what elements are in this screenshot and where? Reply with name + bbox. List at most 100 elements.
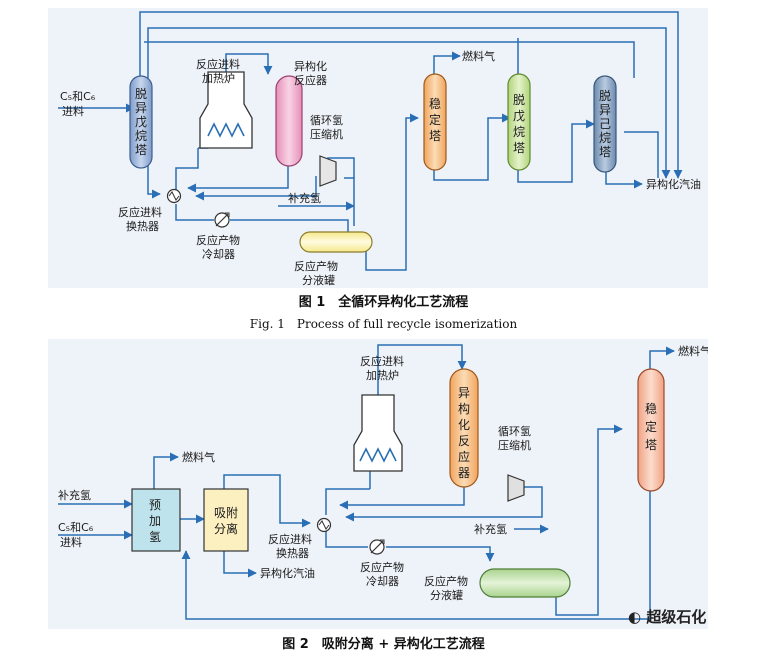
deisopentanizer-ch1: 脱 <box>135 86 147 101</box>
feed-heater <box>353 394 403 472</box>
stabilizer-ch2: 定 <box>645 419 657 434</box>
heater-label-line2: 加热炉 <box>202 72 235 85</box>
isomerate-label: 异构化汽油 <box>260 566 315 580</box>
deisohexanizer-tower <box>593 75 617 173</box>
heater-label-line1: 反应进料 <box>360 354 404 368</box>
prehydro-reactor <box>131 488 181 552</box>
reactor-ch1: 异 <box>458 386 470 400</box>
feed-exchanger <box>166 188 182 204</box>
stabilizer-ch1: 稳 <box>645 401 657 416</box>
figure1-caption-en: Fig. 1 Process of full recycle isomeriza… <box>249 317 518 331</box>
cooler-label-line1: 反应产物 <box>196 233 240 247</box>
product-separator <box>479 568 571 598</box>
figure2-caption: 图 2 吸附分离 + 异构化工艺流程 <box>282 637 485 652</box>
figure2-panel: 补充氢 C₅和C₆ 进料 预 加 氢 燃料气 吸附 分离 异构化汽油 反应进料 … <box>48 339 708 629</box>
reactor-ch4: 反 <box>458 434 470 448</box>
stabilizer-label: 稳 定 塔 <box>429 96 445 143</box>
deisohexanizer-ch1: 脱 <box>599 88 611 103</box>
reactor-ch3: 化 <box>458 418 470 432</box>
figure2-flow-diagram: 补充氢 C₅和C₆ 进料 预 加 氢 燃料气 吸附 分离 异构化汽油 反应进料 … <box>58 344 708 620</box>
deisohexanizer-ch2: 异 <box>599 103 611 117</box>
deisopentanizer-ch5: 塔 <box>135 143 147 157</box>
depentanizer-ch4: 塔 <box>513 141 525 155</box>
depentanizer-ch3: 烷 <box>513 125 525 139</box>
reactor-label: 异 构 化 反 应 器 <box>458 386 474 480</box>
fuel-gas-right-label: 燃料气 <box>678 344 708 358</box>
feed-heater <box>199 71 253 149</box>
adsorption-line1: 吸附 <box>214 506 238 520</box>
reactor-ch2: 构 <box>458 401 470 416</box>
compressor-label-line1: 循环氢 <box>310 113 343 127</box>
deisopentanizer-ch2: 异 <box>135 101 147 115</box>
reactor-ch6: 器 <box>458 466 470 480</box>
deisopentanizer-tower <box>129 75 153 169</box>
deisopentanizer-label: 脱 异 戊 烷 塔 <box>135 86 151 157</box>
isomerization-reactor <box>449 368 479 488</box>
product-cooler <box>369 539 385 555</box>
compressor-label-line1: 循环氢 <box>498 424 531 438</box>
fuel-gas-label: 燃料气 <box>462 49 495 63</box>
depentanizer-label: 脱 戊 烷 塔 <box>513 92 529 155</box>
figure1-caption: 图 1 全循环异构化工艺流程 <box>298 295 469 310</box>
prehydro-ch1: 预 <box>149 498 161 512</box>
makeup-h2-in-label: 补充氢 <box>58 488 91 502</box>
reactor-label-line1: 异构化 <box>294 59 327 73</box>
figure1-panel: C₅和C₆ 进料 脱 异 戊 烷 塔 反应进料 加热炉 异构化 反应器 循环氢 … <box>48 8 708 288</box>
exchanger-label-line2: 换热器 <box>126 219 159 233</box>
isomerization-reactor <box>275 75 303 167</box>
makeup-h2-label: 补充氢 <box>474 522 507 536</box>
recycle-compressor <box>319 155 337 187</box>
product-separator <box>299 231 373 253</box>
exchanger-label-line1: 反应进料 <box>268 532 312 546</box>
cooler-label-line2: 冷却器 <box>202 248 235 261</box>
stabilizer-label: 稳 定 塔 <box>645 401 661 452</box>
feed-label-line1: C₅和C₆ <box>60 90 96 103</box>
cooler-label-line1: 反应产物 <box>360 560 404 574</box>
stabilizer-tower <box>637 368 665 492</box>
feed-label-line1: C₅和C₆ <box>58 521 94 534</box>
depentanizer-ch2: 戊 <box>513 109 525 123</box>
deisohexanizer-ch3: 己 <box>599 117 611 131</box>
stabilizer-ch2: 定 <box>429 112 441 127</box>
adsorption-label: 吸附 分离 <box>214 506 242 536</box>
stabilizer-tower <box>423 73 447 171</box>
adsorption-unit <box>203 488 249 552</box>
prehydro-ch3: 氢 <box>149 529 161 544</box>
compressor-label-line2: 压缩机 <box>310 127 343 141</box>
heater-label-line2: 加热炉 <box>366 369 399 382</box>
deisopentanizer-ch4: 烷 <box>135 129 147 143</box>
isomerate-label: 异构化汽油 <box>646 177 701 191</box>
separator-label-line1: 反应产物 <box>424 574 468 588</box>
separator-label-line2: 分液罐 <box>302 273 335 287</box>
heater-label-line1: 反应进料 <box>196 57 240 71</box>
cooler-label-line2: 冷却器 <box>366 575 399 588</box>
feed-label-line2: 进料 <box>60 535 82 549</box>
watermark-logo: ◐ 超级石化 <box>628 608 707 626</box>
feed-exchanger <box>316 517 332 533</box>
watermark-text: 超级石化 <box>646 608 707 626</box>
stabilizer-ch3: 塔 <box>645 438 657 452</box>
prehydro-ch2: 加 <box>149 514 161 528</box>
reactor-ch5: 应 <box>458 449 470 464</box>
compressor-label-line2: 压缩机 <box>498 438 531 452</box>
fuel-gas-left-label: 燃料气 <box>182 450 215 464</box>
deisopentanizer-ch3: 戊 <box>135 115 147 129</box>
separator-label-line1: 反应产物 <box>294 259 338 273</box>
product-cooler <box>214 212 230 228</box>
prehydro-label: 预 加 氢 <box>149 498 165 544</box>
stabilizer-ch1: 稳 <box>429 96 441 111</box>
depentanizer-ch1: 脱 <box>513 92 525 107</box>
deisohexanizer-ch4: 烷 <box>599 131 611 145</box>
depentanizer-tower <box>507 73 531 171</box>
feed-label-line2: 进料 <box>62 104 84 118</box>
exchanger-label-line1: 反应进料 <box>118 205 162 219</box>
figure1-flow-diagram: C₅和C₆ 进料 脱 异 戊 烷 塔 反应进料 加热炉 异构化 反应器 循环氢 … <box>58 11 701 287</box>
makeup-h2-label: 补充氢 <box>288 191 321 205</box>
exchanger-label-line2: 换热器 <box>276 546 309 560</box>
separator-label-line2: 分液罐 <box>430 588 463 602</box>
deisohexanizer-label: 脱 异 己 烷 塔 <box>599 88 615 159</box>
deisohexanizer-ch5: 塔 <box>599 145 611 159</box>
reactor-label-line2: 反应器 <box>294 73 327 87</box>
adsorption-line2: 分离 <box>214 521 238 536</box>
stabilizer-ch3: 塔 <box>429 129 441 143</box>
